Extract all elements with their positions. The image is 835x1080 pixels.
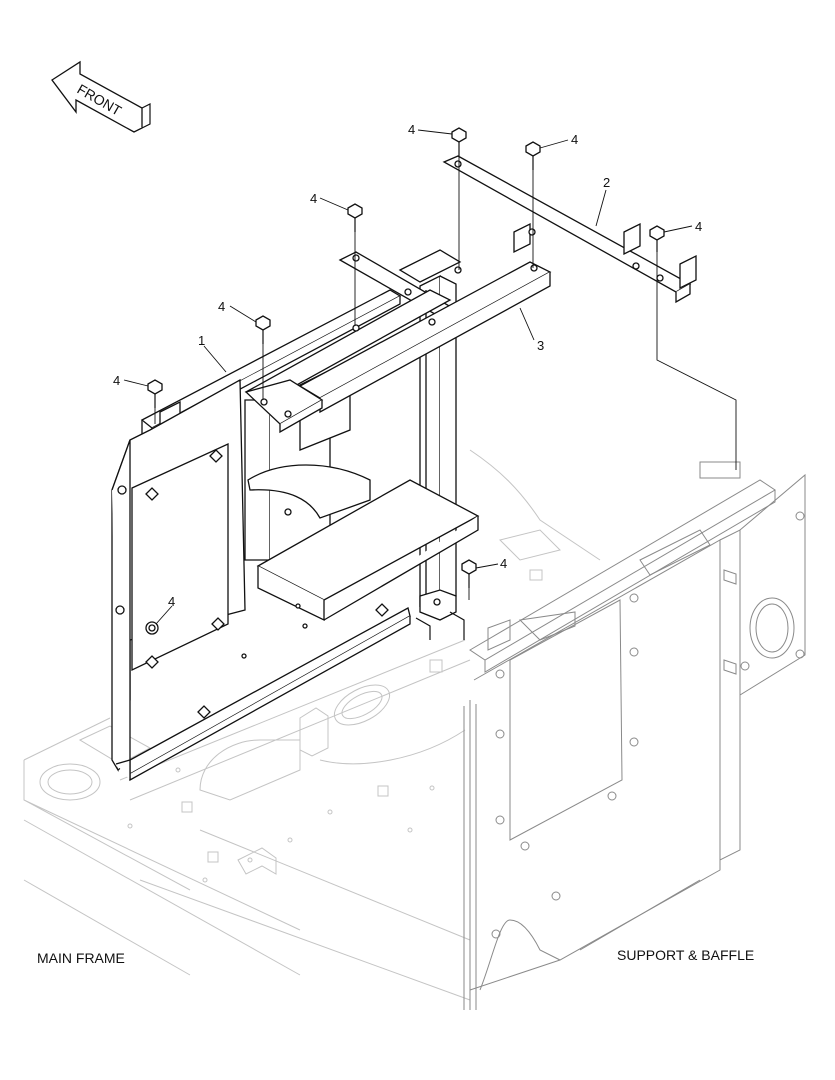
callout-4-e: 4 [218,299,225,314]
support-baffle-assembly [463,461,806,1010]
callout-2: 2 [603,175,610,190]
baffle-plate-part-1 [111,289,411,782]
leader-lines [123,129,693,625]
hex-bolt-icons [147,127,665,588]
panel-nut-icons [491,511,805,939]
callout-4-a: 4 [408,122,415,137]
upper-frame-part-3 [244,249,552,434]
air-duct [244,368,480,622]
callout-3: 3 [537,338,544,353]
support-baffle-label: SUPPORT & BAFFLE [617,947,754,963]
top-bracket-part-2 [442,155,697,304]
callout-4-b: 4 [571,132,578,147]
main-frame-label: MAIN FRAME [37,950,125,966]
callout-4-g: 4 [500,556,507,571]
callout-4-f: 4 [113,373,120,388]
installation-lines [154,156,737,600]
callout-4-h: 4 [168,594,175,609]
main-frame [23,449,601,1001]
callout-numbers: 1 2 3 4 4 4 4 4 4 4 4 [113,122,702,609]
callout-4-c: 4 [695,219,702,234]
callout-4-d: 4 [310,191,317,206]
callout-1: 1 [198,333,205,348]
front-arrow-icon: FRONT [51,60,151,133]
